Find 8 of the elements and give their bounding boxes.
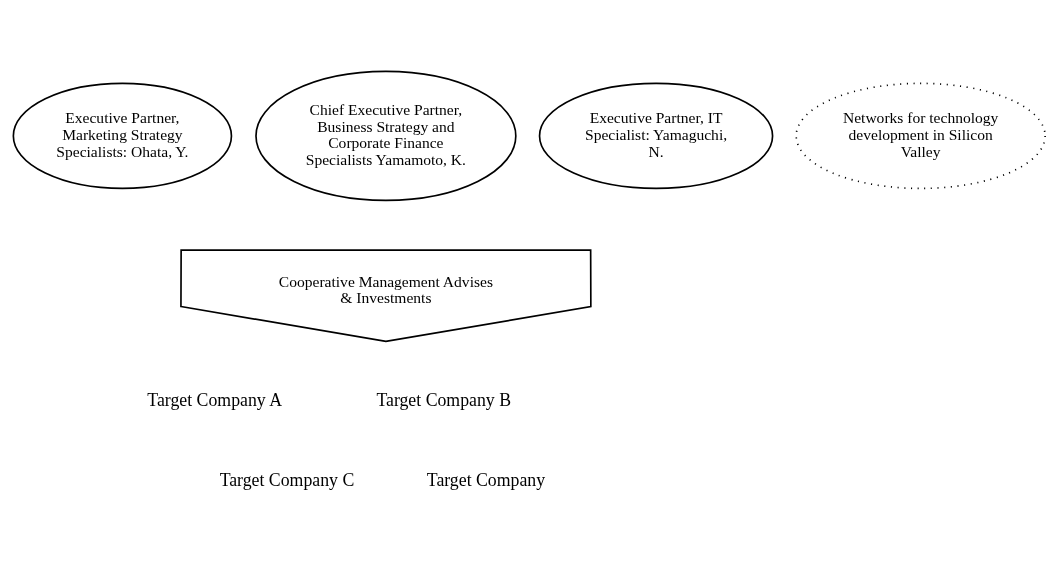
node-ellipse: Chief Executive Partner, Business Strategy and Corporate Finance Specialists Yamamoto, K. bbox=[255, 70, 517, 202]
label: Target Company B bbox=[376, 389, 512, 410]
node-ellipse: Executive Partner, Marketing Strategy Specialists: Ohata, Y. bbox=[12, 82, 233, 190]
label: Target Company C bbox=[219, 469, 355, 490]
node-ellipse: Networks for technology development in Silicon Valley bbox=[795, 82, 1046, 190]
node-ellipse: Executive Partner, IT Specialist: Yamaguchi, N. bbox=[538, 82, 774, 190]
label: Target Company bbox=[426, 469, 546, 490]
label: Target Company A bbox=[147, 389, 282, 410]
